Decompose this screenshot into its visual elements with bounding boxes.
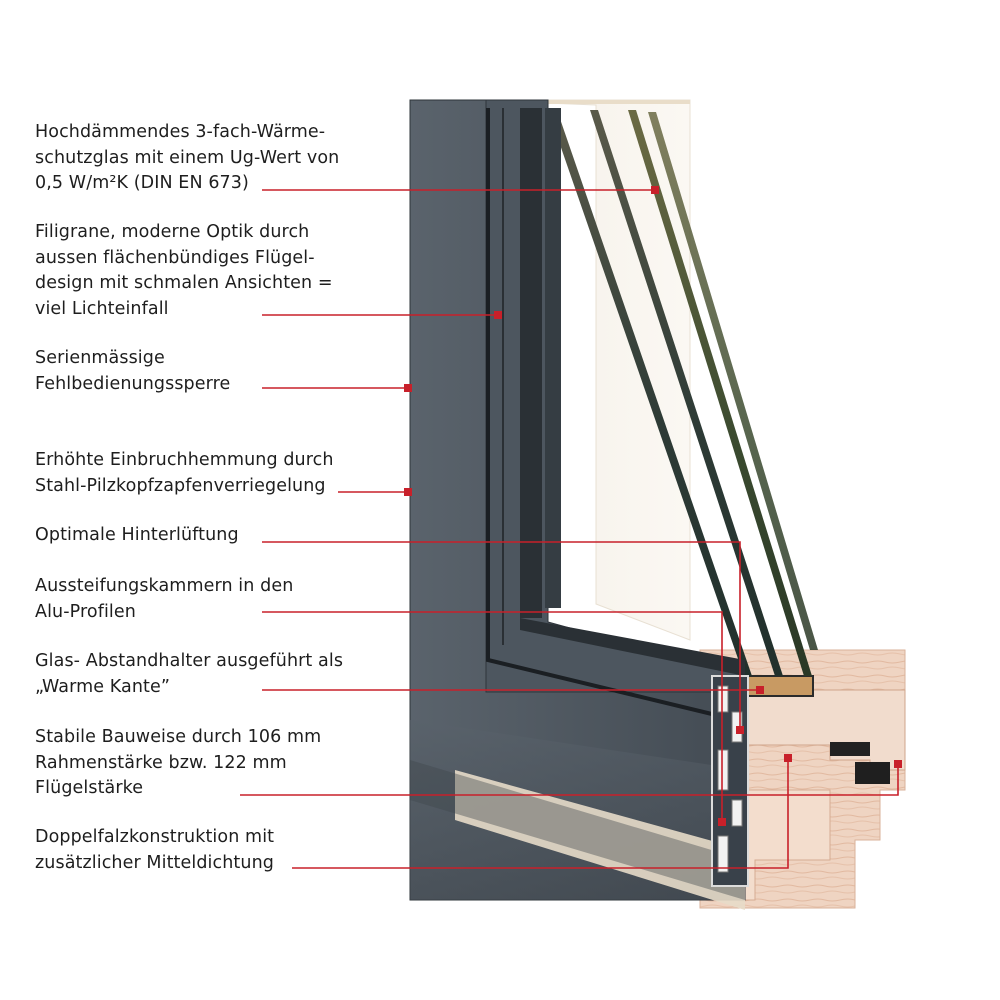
glass-pane-3	[628, 110, 812, 676]
seal-strip	[830, 742, 870, 756]
annotation-line: schutzglas mit einem Ug-Wert von	[35, 147, 340, 168]
annotation-line: Erhöhte Einbruchhemmung durch	[35, 450, 334, 470]
marker-6	[718, 818, 726, 826]
annotation-line: Hochdämmendes 3-fach-Wärme-	[35, 122, 326, 142]
leader-8	[240, 764, 899, 796]
glass-pane-4	[648, 112, 818, 650]
annotation-misuse-lock: Serienmässige Fehlbedienungssperre	[35, 346, 230, 397]
bottom-sill	[455, 770, 745, 910]
annotation-spacer: Glas- Abstandhalter ausgeführt als „Warm…	[35, 649, 343, 700]
leader-lines	[240, 189, 899, 869]
annotation-line: Rahmenstärke bzw. 122 mm	[35, 752, 287, 773]
annotation-line: Aussteifungskammern in den	[35, 576, 294, 596]
glass-pane-2	[590, 110, 783, 676]
annotation-line: 0,5 W/m²K (DIN EN 673)	[35, 173, 249, 193]
marker-8	[894, 760, 902, 768]
chamber-5	[717, 835, 729, 873]
annotation-glazing: Hochdämmendes 3-fach-Wärme- schutzglas m…	[35, 120, 339, 197]
marker-3	[404, 384, 412, 392]
marker-1	[651, 186, 659, 194]
annotation-ventilation: Optimale Hinterlüftung	[35, 523, 239, 549]
leader-9	[292, 758, 789, 869]
leader-markers	[404, 186, 902, 826]
annotation-burglary-resistance: Erhöhte Einbruchhemmung durch Stahl-Pilz…	[35, 448, 334, 499]
annotation-line: aussen flächenbündiges Flügel-	[35, 247, 315, 268]
marker-5	[736, 726, 744, 734]
sash-edge	[486, 108, 746, 724]
annotation-line: Optimale Hinterlüftung	[35, 525, 239, 545]
gasket-vertical-2	[545, 108, 561, 608]
marker-9	[784, 754, 792, 762]
chamber-3	[717, 749, 729, 791]
chamber-4	[731, 799, 743, 827]
alu-chamber-block	[711, 675, 749, 887]
glass-pane-1	[548, 110, 752, 676]
annotation-double-rebate: Doppelfalzkonstruktion mit zusätzlicher …	[35, 825, 274, 876]
annotation-line: design mit schmalen Ansichten =	[35, 273, 333, 293]
annotation-line: Alu-Profilen	[35, 601, 136, 622]
annotation-line: Flügelstärke	[35, 778, 144, 798]
annotation-sash-design: Filigrane, moderne Optik durch aussen fl…	[35, 220, 333, 322]
marker-7	[756, 686, 764, 694]
chamber-1	[717, 685, 729, 713]
marker-4	[404, 488, 412, 496]
annotation-line: Stahl-Pilzkopfzapfenverriegelung	[35, 475, 326, 496]
gasket-lower	[855, 762, 890, 784]
annotation-line: Fehlbedienungssperre	[35, 373, 231, 394]
annotation-line: Serienmässige	[35, 348, 165, 368]
annotation-line: Glas- Abstandhalter ausgeführt als	[35, 651, 344, 671]
gasket-bottom	[520, 618, 745, 676]
marker-2	[494, 311, 502, 319]
gasket-vertical	[520, 108, 542, 618]
annotation-line: zusätzlicher Mitteldichtung	[35, 852, 274, 873]
annotation-construction: Stabile Bauweise durch 106 mm Rahmenstär…	[35, 725, 321, 802]
annotation-line: Doppelfalzkonstruktion mit	[35, 827, 275, 847]
annotation-line: „Warme Kante”	[35, 676, 171, 697]
spacer-bar	[744, 675, 814, 697]
leader-5	[262, 541, 741, 730]
annotation-line: Stabile Bauweise durch 106 mm	[35, 727, 322, 747]
annotation-line: Filigrane, moderne Optik durch	[35, 222, 310, 242]
annotation-stiffening-chambers: Aussteifungskammern in den Alu-Profilen	[35, 574, 293, 625]
leader-6	[262, 611, 723, 822]
annotation-line: viel Lichteinfall	[35, 298, 169, 319]
